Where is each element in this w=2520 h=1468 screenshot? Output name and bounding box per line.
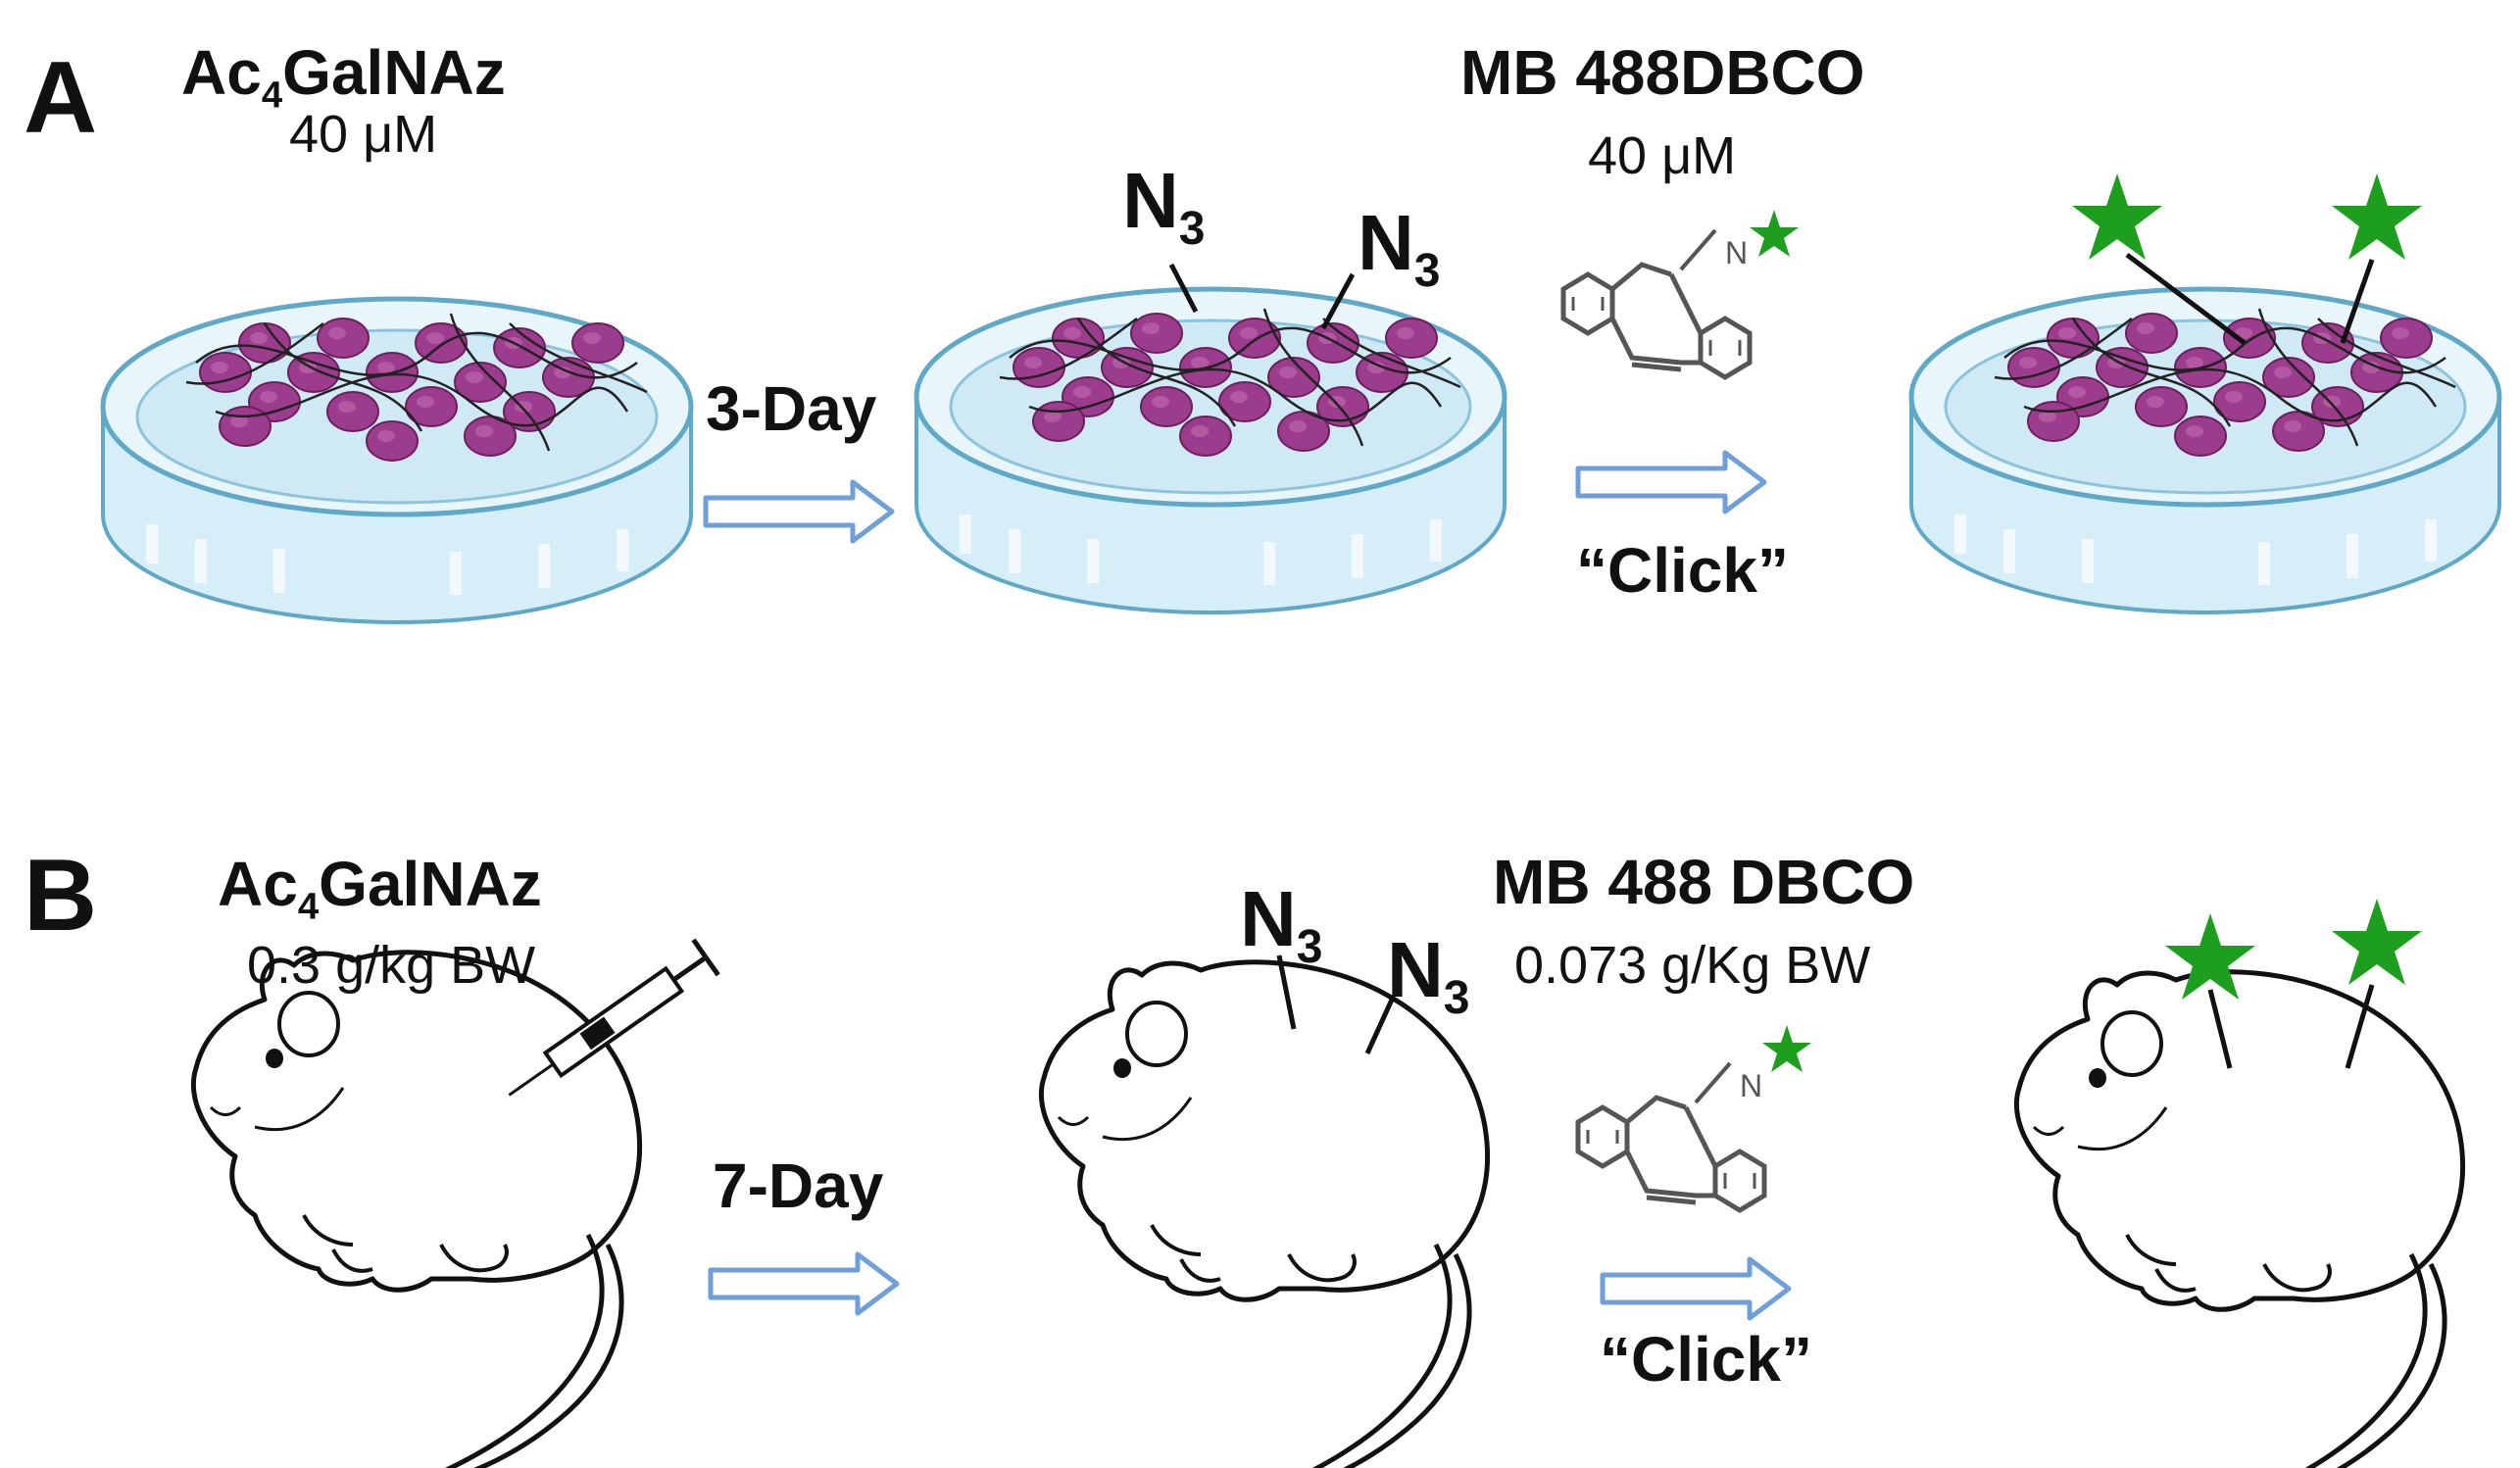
star-icon xyxy=(1750,210,1799,257)
star-linker xyxy=(2340,259,2375,344)
azide-label: N3 xyxy=(1122,157,1206,255)
panel-b xyxy=(193,899,2462,1468)
panel-a-step-2: “Click” xyxy=(1576,535,1789,606)
panel-a-reagent-1-name: Ac4GalNAz xyxy=(181,37,506,117)
mouse-icon xyxy=(2016,972,2462,1468)
panel-b-reagent-1-name: Ac4GalNAz xyxy=(218,849,542,928)
panel-a-letter: A xyxy=(24,41,98,155)
dbco-atom-label: N xyxy=(1740,1068,1763,1103)
panel-b-letter: B xyxy=(24,839,98,953)
panel-b-step-2: “Click” xyxy=(1600,1324,1812,1395)
mouse-icon xyxy=(1041,962,1487,1468)
star-icon xyxy=(2332,899,2422,985)
azide-label: N3 xyxy=(1358,199,1441,297)
panel-b-reagent-2-dose: 0.073 g/Kg BW xyxy=(1514,936,1871,995)
syringe-icon xyxy=(508,938,720,1097)
dbco-structure-icon xyxy=(1578,1063,1764,1210)
mouse-icon xyxy=(193,953,639,1468)
star-icon xyxy=(2332,173,2422,260)
dbco-atom-label: N xyxy=(1725,235,1749,270)
star-icon xyxy=(1762,1025,1811,1072)
arrow-right-icon xyxy=(706,482,892,541)
azide-linker xyxy=(1364,998,1395,1055)
star-linker xyxy=(2207,989,2233,1069)
panel-a-reagent-2-name: MB 488DBCO xyxy=(1460,37,1865,108)
panel-a-reagent-2-dose: 40 μM xyxy=(1588,126,1737,185)
panel-a-reagent-1-dose: 40 μM xyxy=(289,105,438,164)
arrow-right-icon xyxy=(1603,1259,1789,1318)
panel-a xyxy=(103,173,2499,622)
azide-linker xyxy=(1276,954,1297,1030)
azide-linker xyxy=(1320,272,1356,330)
star-linker xyxy=(2345,984,2375,1069)
arrow-right-icon xyxy=(1578,453,1764,512)
star-linker xyxy=(2125,253,2247,345)
star-icon xyxy=(2072,173,2162,260)
azide-label: N3 xyxy=(1240,875,1323,973)
panel-b-step-1: 7-Day xyxy=(713,1150,884,1221)
panel-b-reagent-1-dose: 0.3 g/kg BW xyxy=(247,936,536,995)
azide-linker xyxy=(1168,263,1199,314)
dbco-structure-icon xyxy=(1563,230,1750,377)
panel-b-reagent-2-name: MB 488 DBCO xyxy=(1493,847,1915,917)
azide-label: N3 xyxy=(1387,926,1470,1024)
panel-a-step-1: 3-Day xyxy=(706,373,877,444)
arrow-right-icon xyxy=(711,1254,897,1313)
